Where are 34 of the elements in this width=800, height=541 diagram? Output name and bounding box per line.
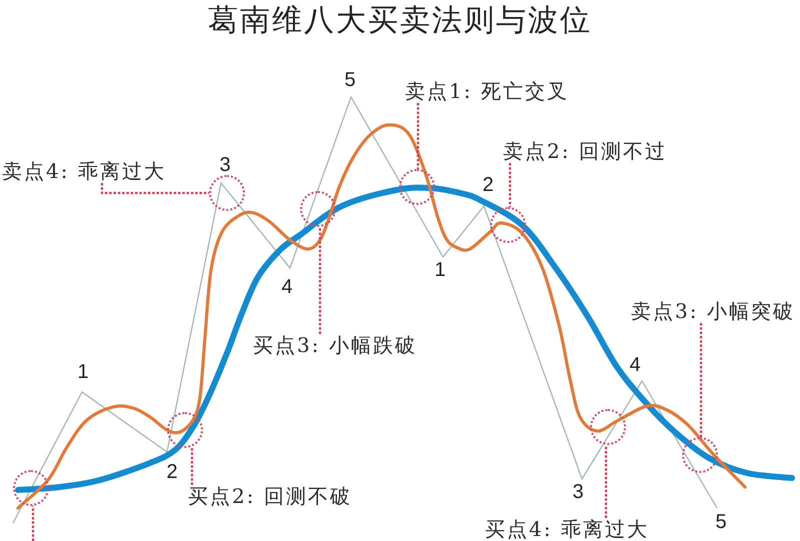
leader-line (416, 103, 420, 169)
leader-line (32, 506, 34, 541)
wave-number: 5 (343, 70, 357, 90)
wave-number: 4 (628, 355, 642, 375)
annotation-label: 卖点4: 乖离过大 (2, 160, 166, 183)
wave-number: 2 (165, 462, 179, 482)
leader-line (700, 323, 702, 437)
highlight-circle (682, 437, 718, 473)
annotation-label: 卖点1: 死亡交叉 (405, 80, 569, 103)
leader-line (604, 444, 608, 518)
highlight-circle (399, 169, 435, 205)
leader-line (100, 183, 209, 194)
annotation-label: 卖点2: 回测不过 (503, 140, 667, 163)
highlight-circle (300, 191, 336, 227)
highlight-circle (167, 412, 203, 448)
wave-number: 1 (433, 260, 447, 280)
leader-line (508, 163, 512, 208)
wave-number: 5 (714, 512, 728, 532)
annotation-label: 卖点3: 小幅突破 (631, 300, 795, 323)
highlight-circle (490, 207, 526, 243)
highlight-circle (13, 470, 49, 506)
wave-number: 4 (280, 277, 294, 297)
wave-number: 1 (76, 362, 90, 382)
leader-line (318, 226, 322, 334)
wave-number: 2 (481, 175, 495, 195)
title: 葛南维八大买卖法则与波位 (208, 3, 592, 39)
annotation-label: 买点2: 回测不破 (188, 485, 352, 508)
annotation-label: 买点4: 乖离过大 (485, 518, 649, 541)
leader-line (190, 446, 194, 485)
wave-number: 3 (218, 155, 232, 175)
highlight-circle (209, 175, 245, 211)
annotation-label: 买点3: 小幅跌破 (253, 334, 417, 357)
wave-number: 3 (571, 482, 585, 502)
highlight-circle (590, 409, 626, 445)
